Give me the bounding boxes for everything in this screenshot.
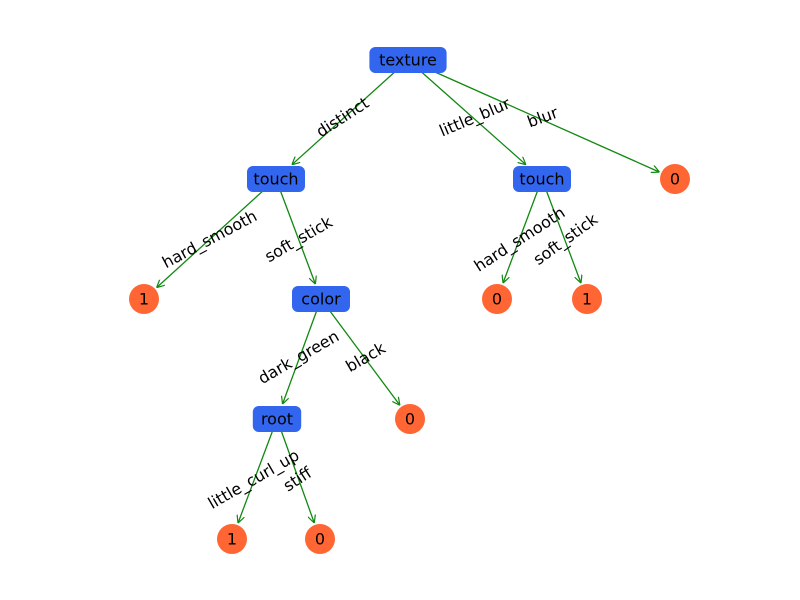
node-label: 0 <box>670 170 680 189</box>
node-label: color <box>301 290 341 309</box>
leaf-node-circle <box>305 524 335 554</box>
edge-n8-n11 <box>276 418 314 523</box>
node-label: 1 <box>227 530 237 549</box>
decision-node-box <box>292 286 350 312</box>
node-label: 0 <box>405 410 415 429</box>
decision-node-box <box>247 166 305 192</box>
edge-label: dark_green <box>255 326 343 388</box>
edge-n1-n4 <box>157 178 277 288</box>
edge-n0-n3 <box>407 59 660 172</box>
decision-node: touch <box>513 166 571 192</box>
edge-label: blur <box>525 103 561 132</box>
edge-n5-n8 <box>283 298 322 404</box>
edge-label: black <box>342 338 389 376</box>
decision-node-box <box>252 406 302 432</box>
node-label: 0 <box>315 530 325 549</box>
leaf-node: 0 <box>482 284 512 314</box>
edge-n5-n9 <box>320 298 400 405</box>
node-label: touch <box>519 170 564 189</box>
node-label: 0 <box>492 290 502 309</box>
edge-label: distinct <box>313 93 373 141</box>
node-label: texture <box>379 51 437 70</box>
leaf-node-circle <box>482 284 512 314</box>
leaf-node: 0 <box>305 524 335 554</box>
edge-n0-n1 <box>292 59 409 165</box>
node-label: touch <box>253 170 298 189</box>
node-label: 1 <box>582 290 592 309</box>
decision-node: color <box>292 286 350 312</box>
decision-node: touch <box>247 166 305 192</box>
edge-n2-n7 <box>541 178 581 283</box>
decision-node-box <box>369 47 447 73</box>
decision-node-box <box>513 166 571 192</box>
leaf-node-circle <box>660 164 690 194</box>
leaf-node: 1 <box>217 524 247 554</box>
decision-node: texture <box>369 47 447 73</box>
leaf-node-circle <box>129 284 159 314</box>
nodes-layer: texture touch touch 0 1 color 0 1 root 0 1 0 <box>129 47 690 554</box>
edge-n1-n5 <box>275 178 315 284</box>
edge-label: soft_stick <box>261 212 336 267</box>
edge-n8-n10 <box>238 418 278 523</box>
leaf-node-circle <box>217 524 247 554</box>
edge-label: little_blur <box>436 94 513 142</box>
leaf-node: 1 <box>572 284 602 314</box>
edge-n0-n2 <box>407 59 526 165</box>
node-label: root <box>261 410 293 429</box>
decision-node: root <box>252 406 302 432</box>
edges-layer <box>157 59 660 523</box>
leaf-node-circle <box>572 284 602 314</box>
leaf-node: 0 <box>660 164 690 194</box>
edge-label: hard_smooth <box>159 206 260 273</box>
edge-n2-n6 <box>503 178 543 283</box>
leaf-node-circle <box>395 404 425 434</box>
leaf-node: 0 <box>395 404 425 434</box>
leaf-node: 1 <box>129 284 159 314</box>
node-label: 1 <box>139 290 149 309</box>
